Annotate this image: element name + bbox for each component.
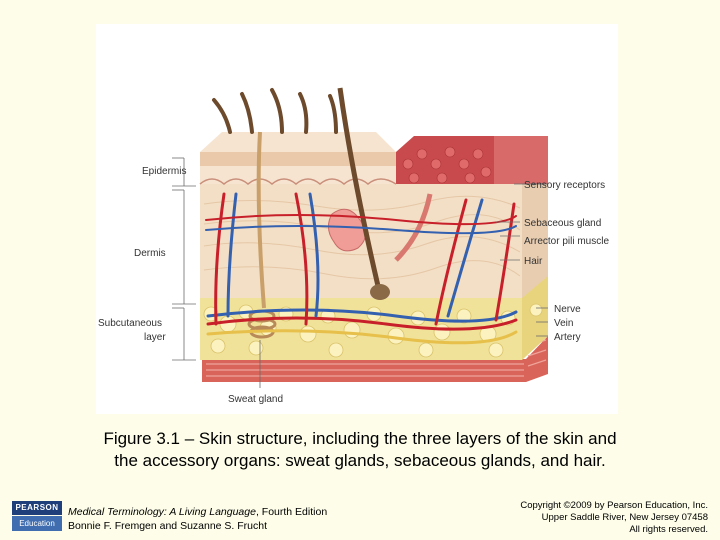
- blood-vessels: [205, 192, 518, 345]
- logo-pearson: PEARSON: [12, 501, 62, 515]
- receptor-block-side: [494, 136, 548, 184]
- label-artery: Artery: [554, 332, 581, 343]
- main-hair: [337, 87, 381, 287]
- logo-education: Education: [12, 516, 62, 531]
- label-subcutaneous-1: Subcutaneous: [98, 318, 162, 329]
- receptor-cells: [402, 146, 492, 184]
- sweat-gland-duct: [256, 131, 266, 309]
- epidermis-band: [200, 152, 396, 166]
- copyright-line-2: Upper Saddle River, New Jersey 07458: [541, 512, 708, 523]
- caption-line-1: Figure 3.1 – Skin structure, including t…: [103, 429, 617, 448]
- label-nerve: Nerve: [554, 304, 581, 315]
- label-subcutaneous-2: layer: [144, 332, 166, 343]
- copyright-line-1: Copyright ©2009 by Pearson Education, In…: [520, 500, 708, 511]
- book-title: Medical Terminology: A Living Language: [68, 506, 256, 518]
- label-hair: Hair: [524, 256, 543, 267]
- caption-line-2: the accessory organs: sweat glands, seba…: [114, 451, 606, 470]
- muscle-fibers: [206, 339, 547, 377]
- copyright-notice: Copyright ©2009 by Pearson Education, In…: [520, 500, 708, 536]
- book-authors: Bonnie F. Fremgen and Suzanne S. Frucht: [68, 520, 268, 532]
- pearson-logo: PEARSON Education: [12, 501, 62, 531]
- hair-shafts: [212, 88, 338, 134]
- copyright-line-3: All rights reserved.: [629, 524, 708, 535]
- arrector-pili-muscle: [394, 193, 433, 262]
- label-vein: Vein: [554, 318, 573, 329]
- label-arrector-pili: Arrector pili muscle: [524, 236, 609, 247]
- label-sebaceous-gland: Sebaceous gland: [524, 218, 601, 229]
- label-sensory-receptors: Sensory receptors: [524, 180, 605, 191]
- label-dermis: Dermis: [134, 248, 166, 259]
- subcutaneous-side: [522, 274, 548, 360]
- book-edition: , Fourth Edition: [255, 506, 328, 518]
- label-epidermis: Epidermis: [142, 166, 186, 177]
- hair-bulb: [370, 284, 390, 300]
- figure-caption: Figure 3.1 – Skin structure, including t…: [40, 428, 680, 472]
- sensory-receptor-block: [396, 136, 494, 184]
- leader-lines: [172, 157, 548, 388]
- sebaceous-gland: [328, 208, 366, 252]
- label-sweat-gland: Sweat gland: [228, 394, 283, 405]
- dermis-side: [522, 162, 548, 298]
- skin-illustration: Epidermis Dermis Subcutaneous layer Swea…: [98, 87, 609, 405]
- skin-diagram: Epidermis Dermis Subcutaneous layer Swea…: [96, 24, 618, 414]
- book-citation: Medical Terminology: A Living Language, …: [68, 505, 327, 533]
- dermal-papillae: [199, 178, 397, 185]
